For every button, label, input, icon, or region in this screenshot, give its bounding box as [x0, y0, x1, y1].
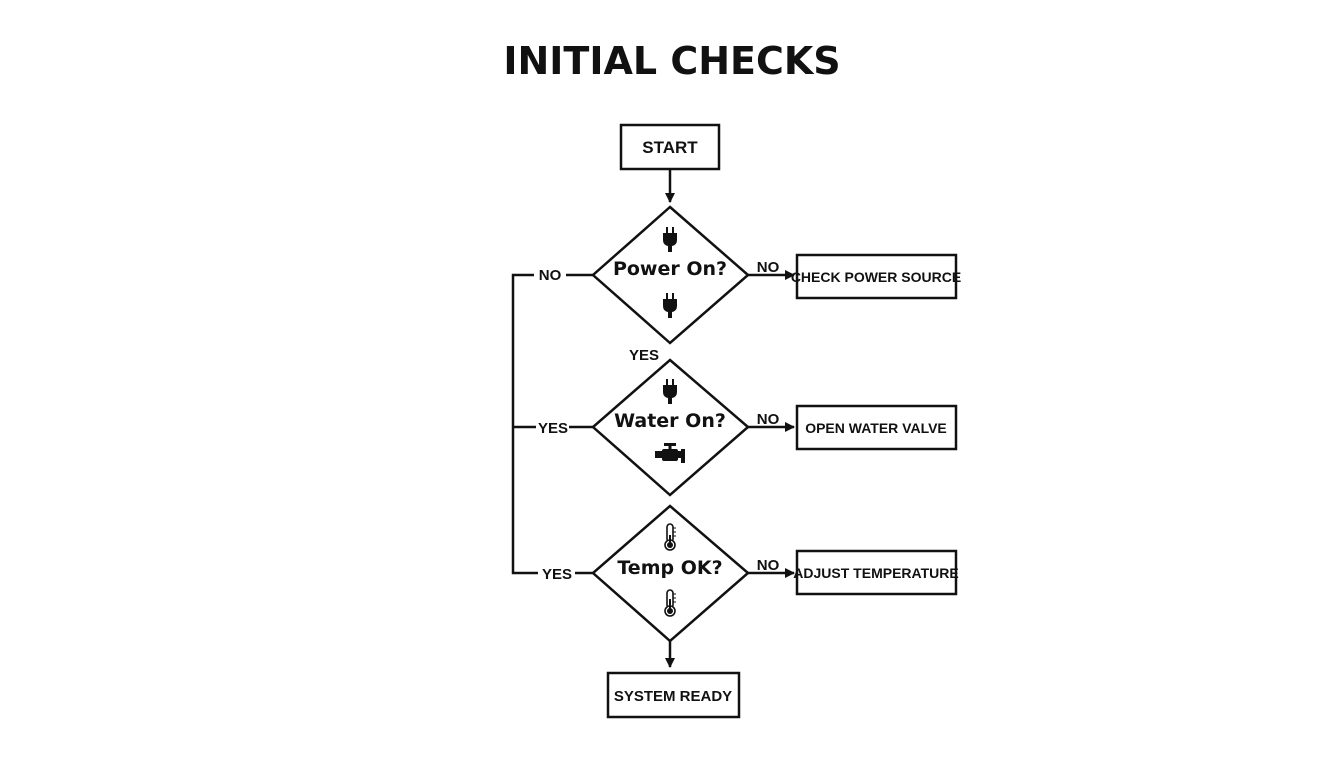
check-power-label: CHECK POWER SOURCE	[791, 269, 961, 285]
temp-yes-label: YES	[542, 566, 572, 583]
power-no-left-label: NO	[539, 267, 562, 284]
faucet-icon	[655, 443, 685, 463]
water-yes-label: YES	[538, 420, 568, 437]
water-label: Water On?	[614, 410, 726, 432]
start-box	[619, 123, 721, 171]
temp-label: Temp OK?	[617, 557, 722, 579]
plug-icon	[663, 227, 677, 252]
thermometer-icon	[664, 523, 676, 551]
open-valve-label: OPEN WATER VALVE	[805, 420, 947, 436]
power-decision	[591, 205, 750, 345]
diagram-title: INITIAL CHECKS	[503, 39, 840, 83]
plug-icon	[663, 293, 677, 318]
temp-decision	[591, 504, 750, 643]
start-label: START	[642, 138, 698, 157]
temp-no-label: NO	[757, 557, 780, 574]
power-no-right-label: NO	[757, 259, 780, 276]
adjust-temp-box	[795, 549, 958, 596]
adjust-temp-label: ADJUST TEMPERATURE	[793, 565, 958, 581]
water-decision	[591, 358, 750, 497]
left-connector	[511, 273, 538, 575]
thermometer-icon	[664, 589, 676, 617]
open-valve-box	[795, 404, 958, 451]
power-label: Power On?	[613, 258, 727, 280]
check-power-box	[795, 253, 958, 300]
power-yes-label: YES	[629, 347, 659, 364]
system-ready-label: SYSTEM READY	[614, 688, 732, 705]
system-ready-box	[606, 671, 741, 719]
water-no-label: NO	[757, 411, 780, 428]
plug-icon	[663, 379, 677, 404]
